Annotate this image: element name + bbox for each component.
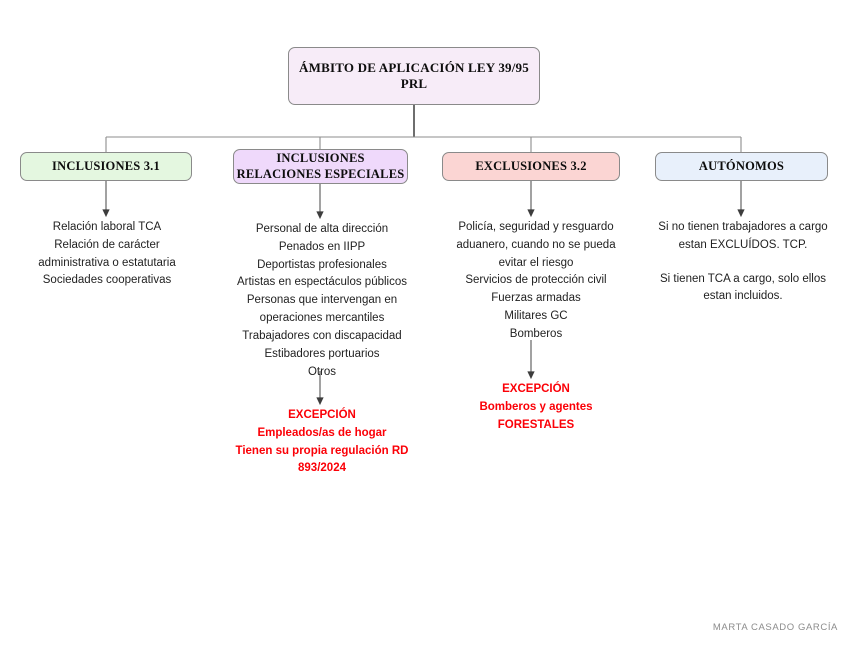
list-item: evitar el riesgo <box>498 256 574 269</box>
node-inclusiones-relaciones-especiales-label: INCLUSIONES RELACIONES ESPECIALES <box>237 151 405 182</box>
exception-line: 893/2024 <box>298 462 346 475</box>
author-credit: MARTA CASADO GARCÍA <box>712 622 838 633</box>
list-inclusiones-relaciones-especiales: Personal de alta dirección Penados en II… <box>224 221 420 381</box>
list-exclusiones-3-2: Policía, seguridad y resguardo aduanero,… <box>440 219 632 344</box>
exception-note-relaciones-especiales: EXCEPCIÓN Empleados/as de hogar Tienen s… <box>224 407 420 478</box>
list-autonomos: Si no tienen trabajadores a cargo estan … <box>646 219 840 306</box>
list-item: Policía, seguridad y resguardo <box>458 221 614 233</box>
exception-line: FORESTALES <box>497 418 575 431</box>
list-item: estan EXCLUÍDOS. TCP. <box>678 238 808 251</box>
node-inclusiones-relaciones-especiales[interactable]: INCLUSIONES RELACIONES ESPECIALES <box>233 149 408 184</box>
exception-line: Empleados/as de hogar <box>257 426 387 439</box>
list-item: administrativa o estatutaria <box>38 256 176 269</box>
node-title-ambito-aplicacion[interactable]: ÁMBITO DE APLICACIÓN LEY 39/95 PRL <box>288 47 540 105</box>
exception-heading: EXCEPCIÓN <box>288 409 356 421</box>
exception-heading: EXCEPCIÓN <box>502 383 570 395</box>
node-exclusiones-3-2[interactable]: EXCLUSIONES 3.2 <box>442 152 620 181</box>
list-item: Bomberos <box>509 327 563 340</box>
list-item: Si tienen TCA a cargo, solo ellos <box>660 272 826 285</box>
list-item: Servicios de protección civil <box>465 274 607 287</box>
list-item: Relación laboral TCA <box>52 221 162 233</box>
list-item: operaciones mercantiles <box>259 312 385 325</box>
list-item: estan incluidos. <box>703 290 783 303</box>
list-item: Relación de carácter <box>54 238 160 251</box>
node-inclusiones-3-1-label: INCLUSIONES 3.1 <box>52 159 160 173</box>
list-item: Fuerzas armadas <box>491 292 581 305</box>
node-autonomos[interactable]: AUTÓNOMOS <box>655 152 828 181</box>
node-exclusiones-3-2-label: EXCLUSIONES 3.2 <box>475 159 587 173</box>
exception-note-exclusiones-3-2: EXCEPCIÓN Bomberos y agentes FORESTALES <box>440 381 632 434</box>
exception-line: Tienen su propia regulación RD <box>235 444 409 457</box>
exception-line: Bomberos y agentes <box>479 400 593 413</box>
list-item: Sociedades cooperativas <box>42 274 172 287</box>
list-item: Si no tienen trabajadores a cargo <box>658 221 828 233</box>
list-item: Penados en IIPP <box>278 240 366 253</box>
label-line-2: RELACIONES ESPECIALES <box>236 166 405 181</box>
list-item: Trabajadores con discapacidad <box>242 329 402 342</box>
node-title-label: ÁMBITO DE APLICACIÓN LEY 39/95 PRL <box>299 60 529 91</box>
node-inclusiones-3-1[interactable]: INCLUSIONES 3.1 <box>20 152 192 181</box>
list-item: Militares GC <box>504 310 568 323</box>
list-item: Artistas en espectáculos públicos <box>236 276 408 289</box>
list-inclusiones-3-1: Relación laboral TCA Relación de carácte… <box>14 219 200 290</box>
label-line-1: INCLUSIONES <box>276 150 365 165</box>
list-item: aduanero, cuando no se pueda <box>456 238 616 251</box>
list-item: Estibadores portuarios <box>264 347 380 360</box>
list-item: Personal de alta dirección <box>255 223 389 235</box>
list-item: Deportistas profesionales <box>257 258 387 271</box>
list-item: Personas que intervengan en <box>246 294 398 307</box>
node-autonomos-label: AUTÓNOMOS <box>698 159 785 173</box>
list-item: Otros <box>307 365 337 378</box>
